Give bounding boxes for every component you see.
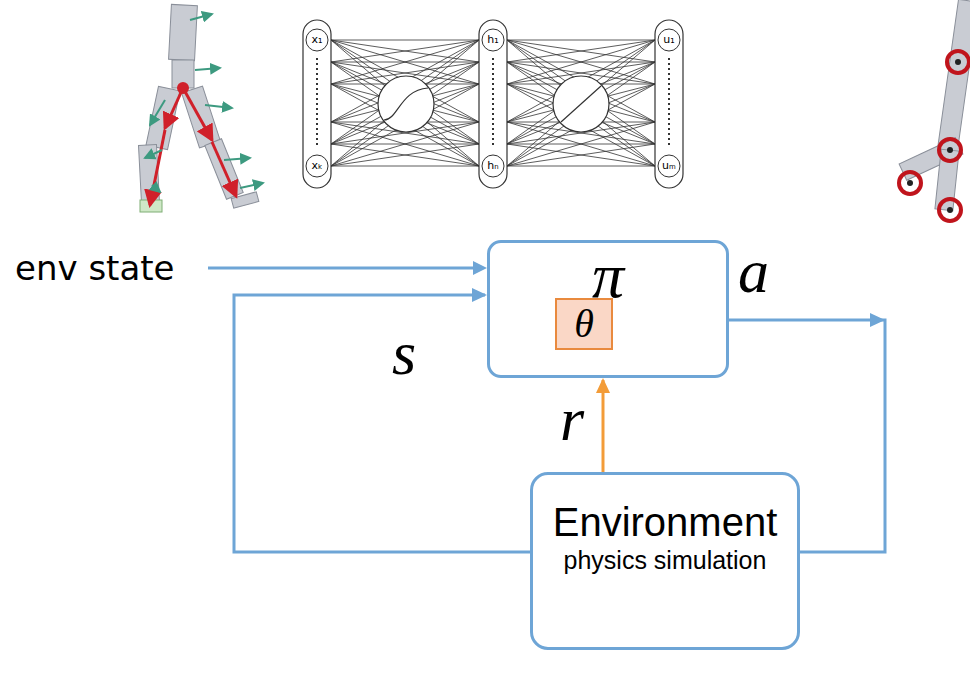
flow-connector xyxy=(234,288,530,552)
neuron-label: x₁ xyxy=(312,34,323,46)
edge-label: r xyxy=(560,384,584,454)
neuron-label: h₁ xyxy=(487,34,498,46)
walker-figure xyxy=(138,4,258,212)
flow-connector xyxy=(596,378,610,472)
neuron-label: u₁ xyxy=(663,34,674,46)
parameter-symbol: θ xyxy=(574,301,594,347)
environment-box: Environmentphysics simulation xyxy=(530,472,800,650)
env-state-wire xyxy=(208,261,487,275)
input-label: env state xyxy=(15,248,175,288)
robot-arm xyxy=(899,0,970,221)
arrow-head xyxy=(596,378,610,393)
neuron-label: hₙ xyxy=(487,160,498,172)
arrow-head xyxy=(472,288,487,302)
neuron-label: uₘ xyxy=(662,160,676,172)
box-title: Environment xyxy=(553,499,778,545)
edge-label: a xyxy=(738,236,769,306)
edge-label: s xyxy=(392,318,416,388)
neural-network xyxy=(303,20,683,188)
box-subtitle: physics simulation xyxy=(564,545,767,575)
policy-box: πθ xyxy=(487,240,729,378)
force-vectors xyxy=(150,88,236,205)
center-of-mass xyxy=(177,82,189,94)
connector-line xyxy=(234,295,530,552)
parameter-box: θ xyxy=(555,298,613,350)
velocity-arrows xyxy=(145,14,263,192)
arrow-head xyxy=(870,313,885,327)
neuron-label: xₖ xyxy=(311,160,322,172)
connector-line xyxy=(602,380,605,472)
